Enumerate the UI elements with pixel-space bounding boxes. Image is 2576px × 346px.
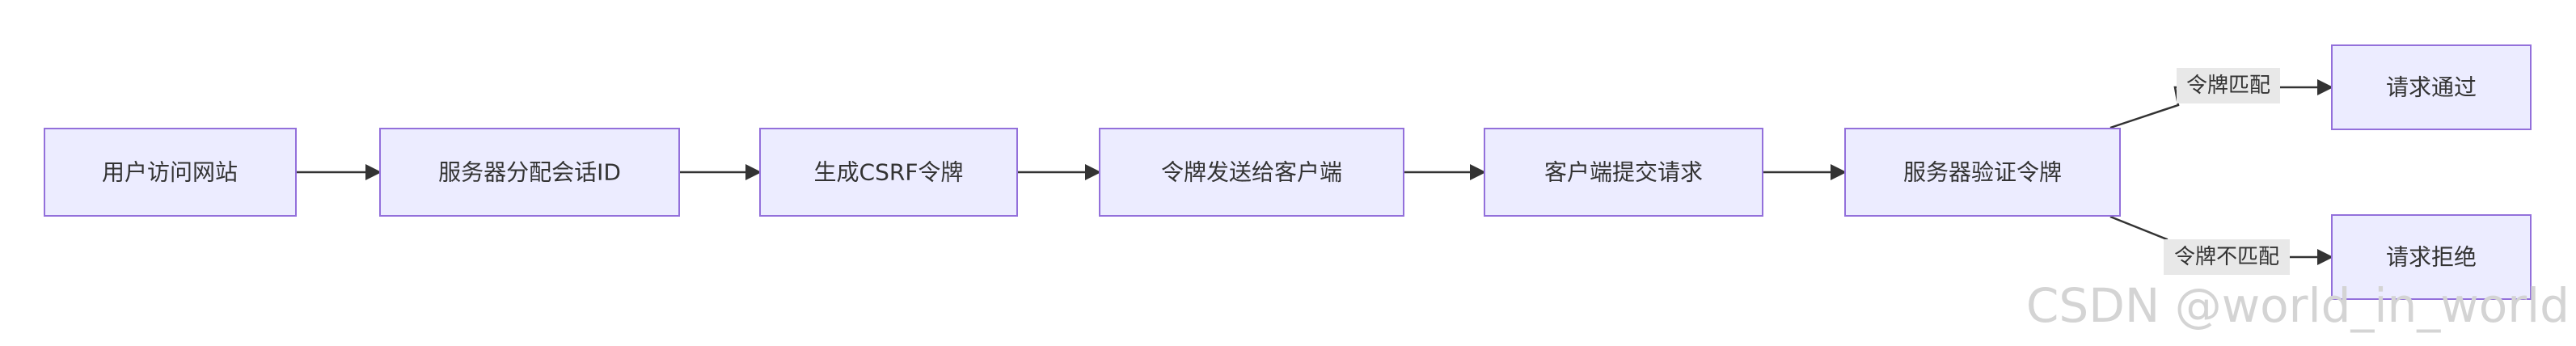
- edge-label-match: 令牌匹配: [2177, 68, 2280, 103]
- node-session-id-label: 服务器分配会话ID: [438, 159, 621, 186]
- watermark-text: CSDN @world_in_world: [2026, 278, 2570, 333]
- node-request-pass: 请求通过: [2331, 44, 2532, 130]
- edge-label-mismatch-text: 令牌不匹配: [2174, 245, 2279, 269]
- edge-label-mismatch: 令牌不匹配: [2164, 239, 2290, 275]
- node-client-submit: 客户端提交请求: [1484, 128, 1763, 217]
- node-session-id: 服务器分配会话ID: [379, 128, 680, 217]
- node-generate-token: 生成CSRF令牌: [759, 128, 1018, 217]
- node-user-visit: 用户访问网站: [44, 128, 297, 217]
- edge-label-match-text: 令牌匹配: [2186, 74, 2270, 98]
- node-user-visit-label: 用户访问网站: [102, 159, 238, 186]
- node-send-token: 令牌发送给客户端: [1099, 128, 1404, 217]
- node-verify-token-label: 服务器验证令牌: [1903, 159, 2062, 186]
- node-request-pass-label: 请求通过: [2386, 74, 2477, 101]
- node-send-token-label: 令牌发送给客户端: [1161, 159, 1342, 186]
- node-client-submit-label: 客户端提交请求: [1544, 159, 1703, 186]
- node-verify-token: 服务器验证令牌: [1844, 128, 2121, 217]
- node-request-reject: 请求拒绝: [2331, 214, 2532, 300]
- node-generate-token-label: 生成CSRF令牌: [814, 159, 964, 186]
- node-request-reject-label: 请求拒绝: [2386, 244, 2477, 271]
